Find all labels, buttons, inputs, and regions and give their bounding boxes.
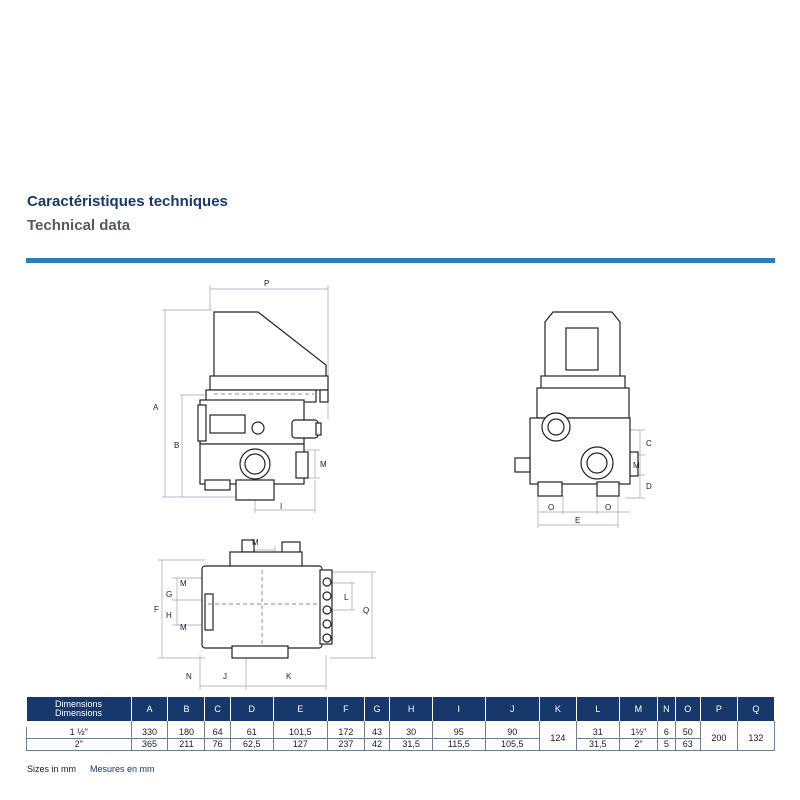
units-note: Sizes in mm Mesures en mm xyxy=(27,764,155,774)
cell-I: 95 xyxy=(432,727,486,739)
header-col-H: H xyxy=(389,697,433,721)
dim-label-A: A xyxy=(153,403,159,412)
cell-O: 50 xyxy=(675,727,701,739)
dim-label-D: D xyxy=(646,482,652,491)
cell-N: 6 xyxy=(657,727,676,739)
cell-size: 2" xyxy=(26,738,132,751)
cell-I: 115,5 xyxy=(432,738,486,751)
cell-G: 43 xyxy=(364,727,391,739)
cell-E: 101,5 xyxy=(273,727,328,739)
header-col-O: O xyxy=(675,697,701,721)
header-col-F: F xyxy=(327,697,365,721)
units-note-en: Sizes in mm xyxy=(27,764,77,774)
cell-K-merged: 124 xyxy=(539,727,577,751)
cell-J: 105,5 xyxy=(485,738,540,751)
dim-label-O-right: O xyxy=(605,503,611,512)
dim-label-E: E xyxy=(575,516,580,525)
cell-L: 31 xyxy=(576,727,620,739)
top-view-labels: M G M F H M L Q N J K xyxy=(154,538,369,681)
cell-P-merged: 200 xyxy=(700,727,738,751)
dim-label-J: J xyxy=(223,672,227,681)
cell-F: 237 xyxy=(327,738,365,751)
dim-label-L: L xyxy=(344,593,349,602)
dim-label-N: N xyxy=(186,672,192,681)
cell-D: 62,5 xyxy=(230,738,274,751)
table-spacer-row xyxy=(26,721,776,727)
header-col-Q: Q xyxy=(737,697,776,721)
table-row: 2" 365 211 76 62,5 127 237 42 31,5 115,5… xyxy=(26,738,775,751)
section-title-en: Technical data xyxy=(27,217,131,234)
header-col-D: D xyxy=(230,697,274,721)
cell-J: 90 xyxy=(485,727,540,739)
dim-label-H: H xyxy=(166,611,172,620)
cell-O: 63 xyxy=(675,738,701,751)
front-view-labels: C M D O E O xyxy=(548,439,652,525)
cell-E: 127 xyxy=(273,738,328,751)
cell-B: 211 xyxy=(167,738,206,751)
dim-label-C: C xyxy=(646,439,652,448)
side-view-drawing xyxy=(162,285,329,513)
header-col-L: L xyxy=(576,697,620,721)
section-title-fr: Caractéristiques techniques xyxy=(27,193,228,210)
header-rule xyxy=(26,258,775,263)
header-col-I: I xyxy=(432,697,486,721)
cell-size: 1 ½" xyxy=(26,727,132,739)
header-col-P: P xyxy=(700,697,738,721)
dim-label-K: K xyxy=(286,672,292,681)
dim-label-M3: M xyxy=(180,623,187,632)
cell-C: 64 xyxy=(204,727,231,739)
dim-label-B: B xyxy=(174,441,179,450)
dim-label-I: I xyxy=(280,502,282,511)
dim-label-M2: M xyxy=(180,579,187,588)
cell-M: 1½" xyxy=(619,727,659,739)
dim-label-G: G xyxy=(166,590,172,599)
table-row: 1 ½" 330 180 64 61 101,5 172 43 30 95 90… xyxy=(26,727,776,751)
cell-M: 2" xyxy=(619,738,659,751)
dim-label-P: P xyxy=(264,279,269,288)
dim-label-F: F xyxy=(154,605,159,614)
header-col-K: K xyxy=(539,697,577,721)
header-col-C: C xyxy=(204,697,231,721)
dim-label-O-left: O xyxy=(548,503,554,512)
top-view-drawing xyxy=(158,539,376,690)
cell-F: 172 xyxy=(327,727,365,739)
cell-H: 31,5 xyxy=(389,738,433,751)
front-view-drawing xyxy=(514,311,645,528)
cell-D: 61 xyxy=(230,727,274,739)
header-col-G: G xyxy=(364,697,391,721)
dim-label-M: M xyxy=(320,460,327,469)
header-col-M: M xyxy=(619,697,659,721)
cell-N: 5 xyxy=(657,738,676,751)
cell-B: 180 xyxy=(167,727,206,739)
units-note-fr: Mesures en mm xyxy=(90,764,155,774)
cell-H: 30 xyxy=(389,727,433,739)
cell-G: 42 xyxy=(364,738,391,751)
dim-label-M-front: M xyxy=(633,461,640,470)
cell-Q-merged: 132 xyxy=(737,727,776,751)
header-col-N: N xyxy=(657,697,676,721)
dim-label-Q: Q xyxy=(363,606,369,615)
cell-L: 31,5 xyxy=(576,738,620,751)
header-col-E: E xyxy=(273,697,328,721)
cell-A: 330 xyxy=(131,727,169,739)
dim-label-M-top: M xyxy=(252,538,259,547)
side-view-labels: P A B M I xyxy=(153,279,327,511)
header-col-J: J xyxy=(485,697,540,721)
header-col-B: B xyxy=(167,697,206,721)
cell-C: 76 xyxy=(204,738,231,751)
technical-drawing: P A B M I xyxy=(153,279,652,690)
header-col-A: A xyxy=(131,697,169,721)
cell-A: 365 xyxy=(131,738,169,751)
